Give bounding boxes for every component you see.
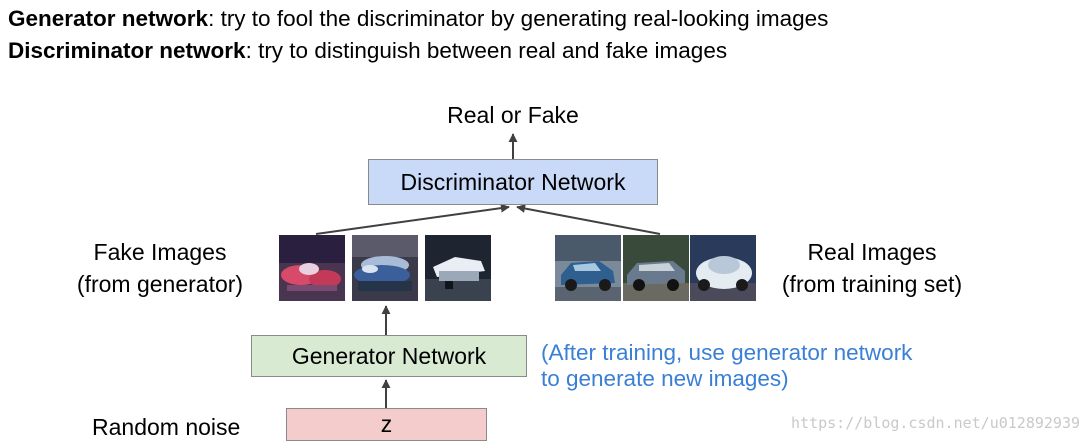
fake-image-3 [425,235,491,301]
fake-images-caption: Fake Images (from generator) [60,236,260,300]
after-training-note: (After training, use generator network t… [541,340,912,392]
discriminator-term: Discriminator network [8,38,246,63]
real-images-caption: Real Images (from training set) [766,236,978,300]
real-image-1 [555,235,621,301]
note-line-2: to generate new images) [541,366,789,391]
arrow-real-to-disc [516,204,661,235]
discriminator-network-label: Discriminator Network [400,168,626,195]
real-images-source: (from training set) [781,271,963,297]
discriminator-description: Discriminator network: try to distinguis… [8,38,728,63]
fake-images-source: (from generator) [76,271,244,297]
generator-network-box: Generator Network [251,335,527,377]
discriminator-definition: : try to distinguish between real and fa… [245,38,728,63]
fake-image-2 [352,235,418,301]
random-noise-label: Random noise [92,414,241,440]
z-label: z [380,411,393,437]
fake-images-title: Fake Images [93,239,227,265]
discriminator-network-box: Discriminator Network [368,159,658,205]
noise-z-box: z [286,408,487,441]
watermark-text: https://blog.csdn.net/u012892939 [791,414,1080,432]
generator-definition: : try to fool the discriminator by gener… [208,6,829,31]
generator-network-label: Generator Network [291,342,487,369]
note-line-1: (After training, use generator network [541,340,913,365]
real-image-2 [623,235,689,301]
output-label: Real or Fake [447,102,579,128]
generator-term: Generator network [8,6,209,31]
fake-image-1 [279,235,345,301]
real-images-title: Real Images [807,239,937,265]
arrow-fake-to-disc [315,203,510,235]
generator-description: Generator network: try to fool the discr… [8,6,829,31]
real-image-3 [690,235,756,301]
